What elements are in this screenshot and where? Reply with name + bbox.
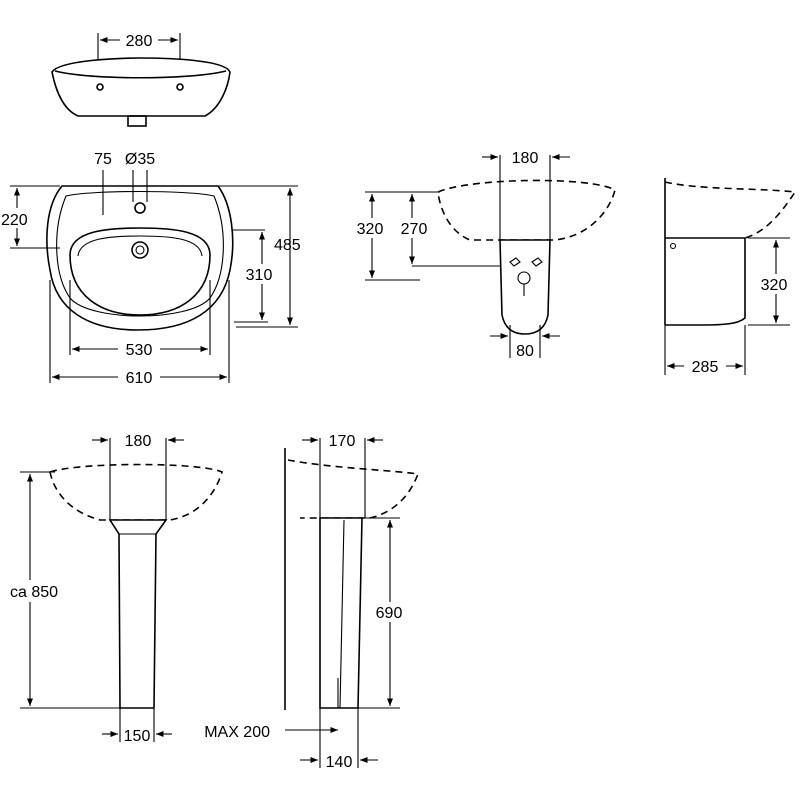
tap-hole	[134, 202, 146, 214]
basin-plan-view: 75 Ø35 220 310 485 530 610	[0, 151, 301, 387]
dim-label-220: 220	[1, 212, 28, 229]
basin-front-waste	[127, 115, 147, 127]
pedestal-side-curve	[339, 519, 345, 709]
dim-label-530: 530	[126, 342, 153, 359]
basin-side-dashed-pedestal	[287, 459, 420, 519]
basin-waste-outlet	[131, 241, 149, 259]
dim-label-285: 285	[692, 359, 719, 376]
dim-label-75: 75	[94, 151, 112, 168]
dim-label-690: 690	[376, 605, 403, 622]
fixing-point	[669, 242, 677, 250]
dim-label-150: 150	[124, 728, 151, 745]
semi-pedestal-side-body	[665, 237, 746, 326]
basin-plan-outline	[46, 185, 234, 331]
semi-pedestal-side-view: 320 285	[664, 178, 797, 376]
dim-label-320-semi: 320	[357, 221, 384, 238]
tap-hole-right	[176, 83, 184, 91]
pedestal-side-view: 170 690 MAX 200 140	[204, 433, 420, 771]
dim-label-270: 270	[401, 221, 428, 238]
dim-label-35: Ø35	[125, 151, 155, 168]
dim-label-170: 170	[329, 433, 356, 450]
basin-bowl	[69, 227, 211, 316]
dim-label-140: 140	[326, 754, 353, 771]
basin-front-rim	[54, 70, 227, 79]
semi-pedestal-front-view: 180 320 270 80	[350, 150, 616, 360]
dim-label-80: 80	[516, 343, 534, 360]
tap-hole-left	[96, 83, 104, 91]
dim-label-850: ca 850	[10, 584, 58, 601]
basin-side-dashed	[664, 181, 797, 239]
semi-pedestal-body	[499, 239, 551, 335]
dim-label-max200: MAX 200	[204, 724, 270, 741]
dim-label-310: 310	[246, 267, 273, 284]
dim-label-610: 610	[126, 370, 153, 387]
basin-front-outline	[51, 57, 231, 117]
pedestal-body	[108, 519, 168, 709]
dim-label-180-semi: 180	[512, 150, 539, 167]
dim-label-180-pedestal: 180	[125, 433, 152, 450]
dim-label-485: 485	[274, 237, 301, 254]
dim-label-320-side: 320	[761, 277, 788, 294]
basin-outline-dashed	[437, 179, 616, 241]
basin-waste-inner	[135, 245, 145, 255]
basin-bowl-inner	[77, 235, 203, 257]
dim-label-280: 280	[126, 33, 153, 50]
tap-symbol-icon	[509, 257, 543, 296]
basin-outline-dashed-pedestal	[49, 463, 223, 521]
basin-front-view: 280	[51, 30, 231, 127]
pedestal-front-view: 180 ca 850 150	[8, 433, 223, 745]
